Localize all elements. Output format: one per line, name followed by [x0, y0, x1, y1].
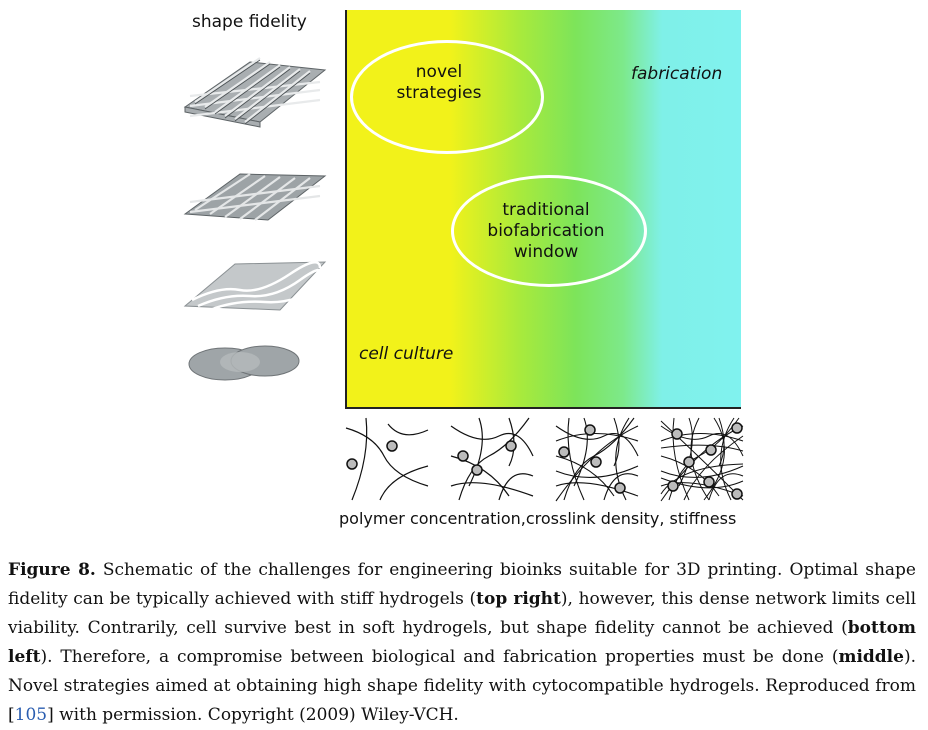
novel-strategies-label: novel strategies	[396, 62, 482, 103]
network-sparse-icon	[345, 417, 429, 501]
printed-scaffold-no-fidelity-icon	[188, 345, 300, 381]
fabrication-label: fabrication	[631, 64, 723, 84]
citation-link[interactable]: 105	[14, 705, 48, 725]
caption-bold-3: middle	[838, 647, 904, 667]
caption-bold-2: bottom left	[8, 618, 916, 667]
caption-text-3: ). Therefore, a compromise between biolo…	[40, 647, 839, 667]
fabrication-window-panel: novel strategies traditional biofabricat…	[345, 10, 741, 409]
network-low-density-icon	[450, 417, 534, 501]
caption-label: Figure 8.	[8, 560, 96, 580]
network-high-density-icon	[660, 417, 744, 502]
network-medium-density-icon	[555, 417, 639, 502]
traditional-window-label: traditional biofabrication window	[487, 200, 605, 262]
cell-culture-label: cell culture	[359, 344, 454, 364]
traditional-window-ellipse	[451, 175, 647, 287]
novel-strategies-ellipse	[350, 40, 544, 154]
printed-scaffold-low-fidelity-icon	[183, 261, 327, 312]
caption-bold-1: top right	[476, 589, 561, 609]
caption-text-5: ] with permission. Copyright (2009) Wile…	[47, 705, 459, 725]
caption-text-1: Schematic of the challenges for engineer…	[8, 560, 916, 609]
figure-caption: Figure 8. Schematic of the challenges fo…	[8, 556, 916, 730]
printed-scaffold-medium-fidelity-icon	[183, 173, 327, 221]
caption-text-2: ), however, this dense network limits ce…	[8, 589, 917, 638]
printed-scaffold-high-fidelity-icon	[183, 57, 327, 128]
y-axis-label: shape fidelity	[192, 12, 307, 32]
x-axis-label: polymer concentration,crosslink density,…	[339, 509, 737, 528]
caption-text-4: ). Novel strategies aimed at obtaining h…	[8, 647, 916, 725]
